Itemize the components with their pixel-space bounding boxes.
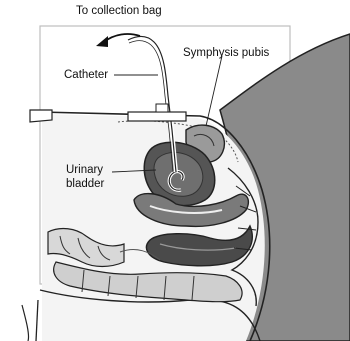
tape-strip: [128, 112, 186, 121]
urinary-bladder-label-line1: Urinary: [66, 164, 103, 176]
urinary-bladder-label: Urinary bladder: [66, 163, 104, 191]
drape-edge: [30, 110, 52, 122]
catheter-label: Catheter: [64, 69, 108, 82]
symphysis-leader: [206, 56, 222, 126]
symphysis-pubis-label: Symphysis pubis: [183, 47, 269, 60]
urinary-bladder-label-line2: bladder: [66, 178, 104, 190]
arrow-head-icon: [96, 36, 108, 47]
collection-bag-label: To collection bag: [76, 5, 162, 18]
